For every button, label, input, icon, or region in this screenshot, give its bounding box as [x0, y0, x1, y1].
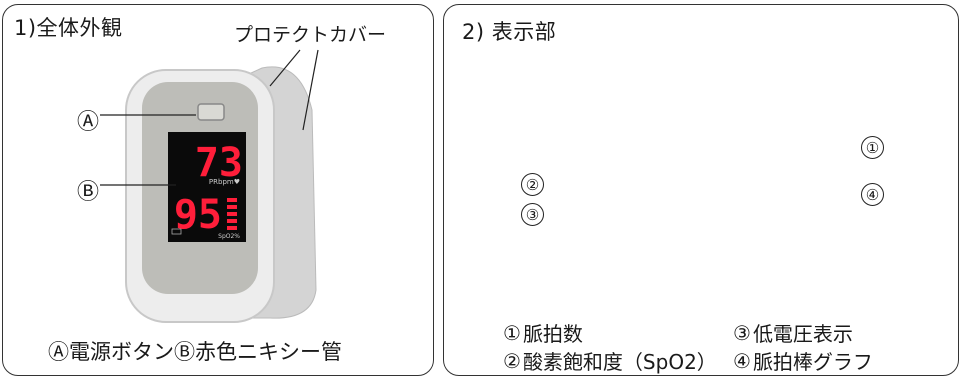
spo2-unit-label: SpO2%	[218, 233, 240, 240]
overview-caption: Ⓐ電源ボタンⒷ赤色ニキシー管	[48, 340, 342, 364]
pr-unit-label: PRbpm♥	[209, 178, 240, 186]
callout-2: ②	[521, 173, 544, 196]
spo2-digits: 95	[174, 192, 222, 238]
callout-4: ④	[861, 183, 884, 206]
pulse-digits: 73	[195, 140, 243, 186]
pulse-bar-graph	[227, 198, 237, 230]
overview-title: 1)全体外観	[14, 16, 123, 40]
device-screen	[168, 132, 246, 242]
battery-icon	[171, 228, 182, 235]
display-title: 2) 表示部	[462, 20, 557, 44]
power-button	[197, 103, 225, 121]
callout-1: ①	[861, 136, 884, 159]
callout-3: ③	[521, 203, 544, 226]
marker-a: Ⓐ	[77, 110, 100, 135]
oximeter-device-left: 73 PRbpm♥ 95 SpO2%	[125, 66, 317, 323]
marker-b: Ⓑ	[77, 180, 100, 205]
protect-cover-label: プロテクトカバー	[234, 24, 387, 46]
